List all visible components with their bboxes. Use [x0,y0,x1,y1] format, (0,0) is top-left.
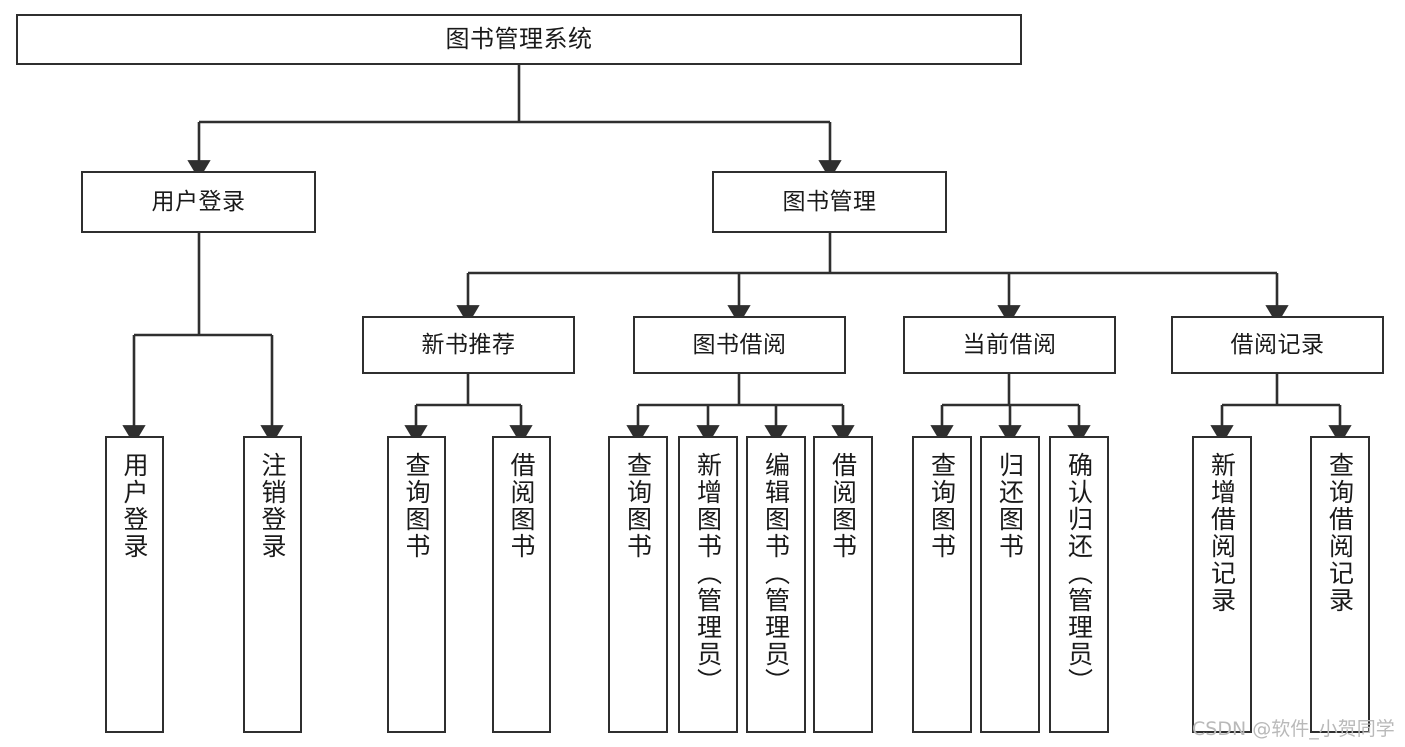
node-leaf-user-logout[interactable]: 注销登录 [243,436,302,733]
node-leaf-add-record-label: 新增借阅记录 [1207,452,1237,614]
node-leaf-user-login[interactable]: 用户登录 [105,436,164,733]
node-leaf-borrow-book-1[interactable]: 借阅图书 [492,436,551,733]
node-leaf-borrow-book-1-label: 借阅图书 [507,452,536,560]
node-current-borrow[interactable]: 当前借阅 [903,316,1116,374]
node-leaf-return-book[interactable]: 归还图书 [980,436,1040,733]
node-leaf-add-record[interactable]: 新增借阅记录 [1192,436,1252,733]
node-leaf-confirm-return[interactable]: 确认归还（管理员） [1049,436,1109,733]
node-leaf-return-book-label: 归还图书 [995,452,1025,560]
node-leaf-add-book[interactable]: 新增图书（管理员） [678,436,738,733]
node-leaf-edit-book-label: 编辑图书（管理员） [761,452,791,695]
node-book-borrow-label: 图书借阅 [692,331,787,358]
node-leaf-query-book-2-label: 查询图书 [623,452,653,560]
node-leaf-query-book-3-label: 查询图书 [927,452,957,560]
node-leaf-confirm-return-label: 确认归还（管理员） [1064,452,1094,695]
node-leaf-query-record[interactable]: 查询借阅记录 [1310,436,1370,733]
node-leaf-borrow-book-2-label: 借阅图书 [828,452,858,560]
node-leaf-user-login-label: 用户登录 [120,452,149,560]
node-book-borrow[interactable]: 图书借阅 [633,316,846,374]
node-leaf-query-book-3[interactable]: 查询图书 [912,436,972,733]
node-leaf-query-book-1-label: 查询图书 [402,452,431,560]
node-book-management-label: 图书管理 [782,188,877,215]
node-leaf-query-record-label: 查询借阅记录 [1325,452,1355,614]
node-borrow-record-label: 借阅记录 [1230,331,1325,358]
csdn-watermark: CSDN @软件_小贺同学 [1192,718,1395,740]
node-current-borrow-label: 当前借阅 [962,331,1057,358]
node-leaf-edit-book[interactable]: 编辑图书（管理员） [746,436,806,733]
node-new-book-recommend-label: 新书推荐 [421,331,516,358]
node-leaf-user-logout-label: 注销登录 [258,452,287,560]
node-user-login-label: 用户登录 [151,188,246,215]
node-user-login[interactable]: 用户登录 [81,171,316,233]
node-leaf-borrow-book-2[interactable]: 借阅图书 [813,436,873,733]
node-root[interactable]: 图书管理系统 [16,14,1022,65]
node-book-management[interactable]: 图书管理 [712,171,947,233]
node-leaf-query-book-2[interactable]: 查询图书 [608,436,668,733]
node-leaf-query-book-1[interactable]: 查询图书 [387,436,446,733]
node-leaf-add-book-label: 新增图书（管理员） [693,452,723,695]
node-root-label: 图书管理系统 [445,24,593,53]
node-new-book-recommend[interactable]: 新书推荐 [362,316,575,374]
node-borrow-record[interactable]: 借阅记录 [1171,316,1384,374]
